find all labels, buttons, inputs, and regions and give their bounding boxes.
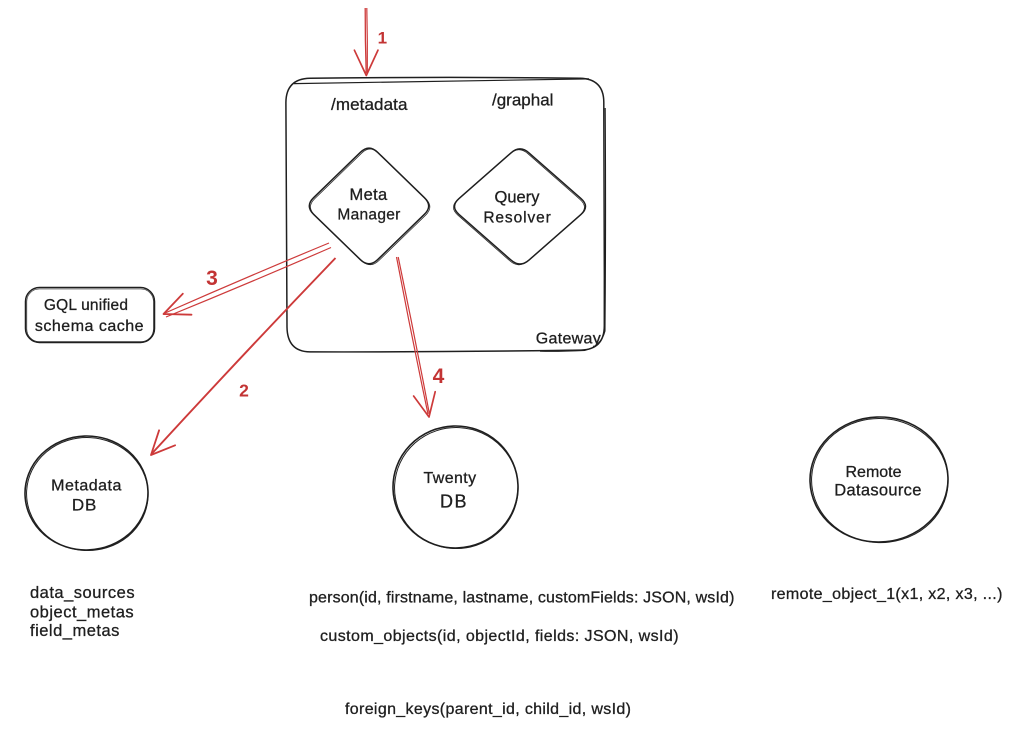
svg-text:/graphal: /graphal (492, 91, 553, 110)
svg-text:Manager: Manager (337, 207, 400, 224)
svg-text:GQL unified: GQL unified (44, 297, 128, 314)
svg-text:object_metas: object_metas (30, 604, 134, 622)
svg-text:3: 3 (206, 267, 218, 290)
svg-text:/metadata: /metadata (331, 95, 408, 114)
svg-text:Gateway: Gateway (536, 331, 601, 348)
svg-text:Meta: Meta (350, 186, 388, 204)
svg-text:foreign_keys(parent_id, child_: foreign_keys(parent_id, child_id, wsId) (345, 701, 631, 718)
svg-text:person(id, firstname, lastname: person(id, firstname, lastname, customFi… (309, 590, 735, 607)
svg-text:Datasource: Datasource (834, 482, 921, 500)
svg-text:4: 4 (433, 365, 445, 388)
svg-text:DB: DB (72, 496, 97, 515)
svg-text:DB: DB (440, 492, 468, 512)
svg-text:data_sources: data_sources (30, 584, 135, 602)
svg-text:Twenty: Twenty (423, 470, 476, 487)
svg-text:1: 1 (378, 29, 387, 48)
svg-text:Query: Query (495, 189, 541, 207)
svg-text:remote_object_1(x1, x2, x3, ..: remote_object_1(x1, x2, x3, ...) (771, 586, 1003, 603)
svg-text:custom_objects(id, objectId, f: custom_objects(id, objectId, fields: JSO… (320, 628, 679, 645)
svg-text:Remote: Remote (845, 464, 901, 481)
svg-text:schema cache: schema cache (35, 318, 144, 335)
svg-text:field_metas: field_metas (30, 622, 120, 640)
svg-text:2: 2 (239, 381, 249, 401)
svg-text:Metadata: Metadata (51, 478, 122, 495)
svg-text:Resolver: Resolver (483, 210, 551, 227)
